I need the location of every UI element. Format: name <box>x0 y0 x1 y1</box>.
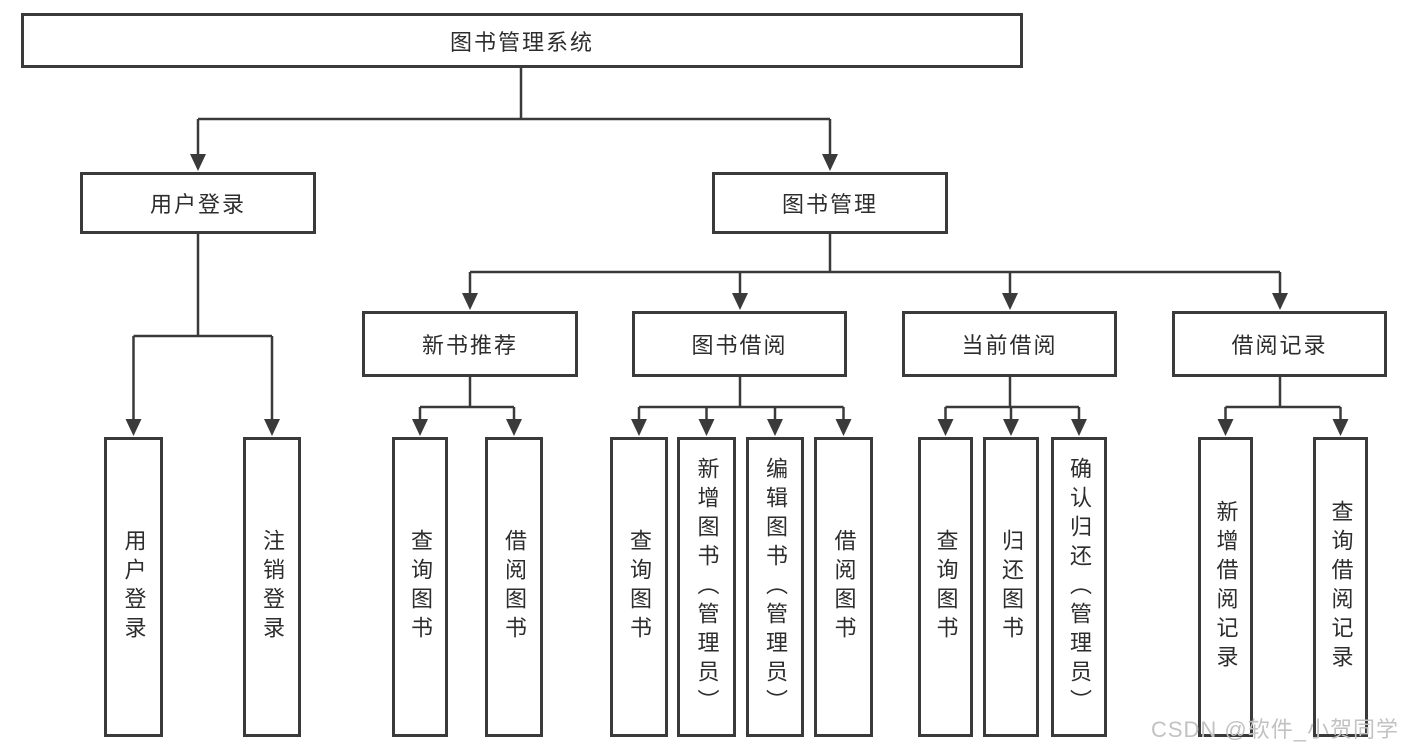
leaf-records-add-label: 新增借阅记录 <box>1213 500 1239 674</box>
leaf-borrow-edit-label: 编辑图书（管理员） <box>763 456 788 718</box>
node-user-login-label: 用户登录 <box>149 192 246 217</box>
leaf-current-query: 查询图书 <box>918 437 973 737</box>
connector-current-to-leaves <box>937 377 1087 436</box>
leaf-logout: 注销登录 <box>243 437 301 737</box>
arrow-down-icon <box>190 154 206 171</box>
leaf-logout-label: 注销登录 <box>260 529 285 645</box>
leaf-current-return-label: 归还图书 <box>999 529 1024 645</box>
leaf-newbooks-query: 查询图书 <box>392 437 448 737</box>
connector-root-to-level1 <box>190 68 838 171</box>
leaf-current-query-label: 查询图书 <box>933 529 959 645</box>
arrow-down-icon <box>631 419 647 436</box>
leaf-newbooks-borrow: 借阅图书 <box>485 437 543 737</box>
leaf-current-confirm-label: 确认归还（管理员） <box>1067 456 1092 718</box>
node-new-books: 新书推荐 <box>362 311 578 377</box>
node-borrow-records-label: 借阅记录 <box>1231 333 1328 358</box>
arrow-down-icon <box>1002 293 1018 310</box>
connector-login-to-leaves <box>125 234 280 436</box>
arrow-down-icon <box>506 419 522 436</box>
connector-records-to-leaves <box>1217 377 1349 436</box>
node-new-books-label: 新书推荐 <box>421 333 518 358</box>
node-current-borrow: 当前借阅 <box>902 311 1117 377</box>
node-user-login: 用户登录 <box>80 172 316 234</box>
connector-mgmt-to-level2 <box>462 234 1288 310</box>
leaf-borrow-query: 查询图书 <box>610 437 668 737</box>
leaf-records-query-label: 查询借阅记录 <box>1328 500 1354 674</box>
leaf-current-return: 归还图书 <box>983 437 1039 737</box>
leaf-newbooks-query-label: 查询图书 <box>408 529 433 645</box>
arrow-down-icon <box>835 419 852 436</box>
leaf-user-login-label: 用户登录 <box>121 529 147 645</box>
leaf-borrow-borrow-label: 借阅图书 <box>831 529 857 645</box>
arrow-down-icon <box>937 419 954 436</box>
leaf-borrow-query-label: 查询图书 <box>627 529 652 645</box>
node-root: 图书管理系统 <box>21 13 1023 68</box>
node-book-mgmt-label: 图书管理 <box>781 192 878 217</box>
node-book-borrow: 图书借阅 <box>632 311 847 377</box>
arrow-down-icon <box>732 293 748 310</box>
arrow-down-icon <box>462 293 478 310</box>
csdn-watermark: CSDN @软件_小贺同学 <box>1150 717 1399 742</box>
arrow-down-icon <box>1272 293 1288 310</box>
arrow-down-icon <box>822 154 838 171</box>
connector-borrow-to-leaves <box>631 377 852 436</box>
arrow-down-icon <box>264 419 280 436</box>
node-borrow-records: 借阅记录 <box>1172 311 1387 377</box>
leaf-records-add: 新增借阅记录 <box>1198 437 1253 737</box>
leaf-borrow-add: 新增图书（管理员） <box>677 437 736 737</box>
arrow-down-icon <box>125 419 142 436</box>
arrow-down-icon <box>1071 419 1087 436</box>
node-root-label: 图书管理系统 <box>449 29 594 55</box>
leaf-borrow-add-label: 新增图书（管理员） <box>694 456 720 718</box>
node-book-mgmt: 图书管理 <box>712 172 948 234</box>
arrow-down-icon <box>1217 419 1234 436</box>
leaf-borrow-borrow: 借阅图书 <box>814 437 873 737</box>
leaf-current-confirm: 确认归还（管理员） <box>1051 437 1107 737</box>
arrow-down-icon <box>767 419 783 436</box>
leaf-borrow-edit: 编辑图书（管理员） <box>746 437 804 737</box>
connector-newbooks-to-leaves <box>412 377 522 436</box>
node-book-borrow-label: 图书借阅 <box>691 333 788 358</box>
leaf-user-login: 用户登录 <box>104 437 163 737</box>
arrow-down-icon <box>1003 419 1019 436</box>
arrow-down-icon <box>698 419 715 436</box>
leaf-newbooks-borrow-label: 借阅图书 <box>502 529 527 645</box>
arrow-down-icon <box>1332 419 1349 436</box>
arrow-down-icon <box>412 419 428 436</box>
node-current-borrow-label: 当前借阅 <box>961 333 1058 358</box>
leaf-records-query: 查询借阅记录 <box>1313 437 1368 737</box>
